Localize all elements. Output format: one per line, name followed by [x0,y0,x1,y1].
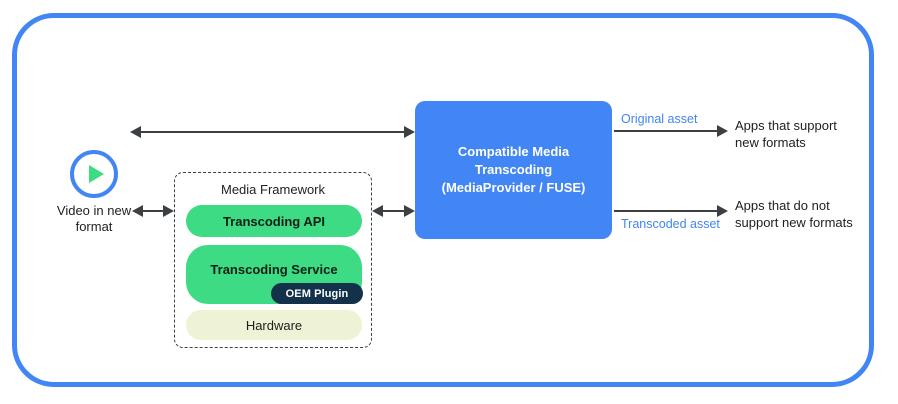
compatible-media-transcoding-box[interactable]: Compatible Media Transcoding (MediaProvi… [415,101,612,239]
media-framework-container: Media Framework Transcoding API Transcod… [174,172,372,348]
arrow-video-to-framework-line [142,210,166,212]
video-source-caption: Video in new format [56,203,132,234]
label-original-asset: Original asset [621,112,698,126]
arrow-original-asset-head [717,125,728,137]
arrow-video-to-cmt-line [141,131,406,133]
arrow-video-to-framework-head-right [163,205,174,217]
arrow-video-to-framework-head-left [132,205,143,217]
play-triangle-icon [89,165,104,183]
arrow-framework-to-cmt-line [382,210,406,212]
label-transcoded-asset: Transcoded asset [621,217,720,231]
layer-transcoding-api[interactable]: Transcoding API [186,205,362,237]
arrow-framework-to-cmt-head-left [372,205,383,217]
label-apps-that-support: Apps that support new formats [735,118,837,150]
oem-plugin-badge[interactable]: OEM Plugin [271,283,363,304]
arrow-original-asset-line [614,130,719,132]
layer-hardware[interactable]: Hardware [186,310,362,340]
arrow-transcoded-asset-line [614,210,719,212]
arrow-framework-to-cmt-head-right [404,205,415,217]
media-framework-title: Media Framework [220,182,326,197]
arrow-video-to-cmt-head-right [404,126,415,138]
arrow-transcoded-asset-head [717,205,728,217]
arrow-video-to-cmt-head-left [130,126,141,138]
play-circle-icon [70,150,118,198]
label-apps-that-do-not-support: Apps that do not support new formats [735,198,853,230]
